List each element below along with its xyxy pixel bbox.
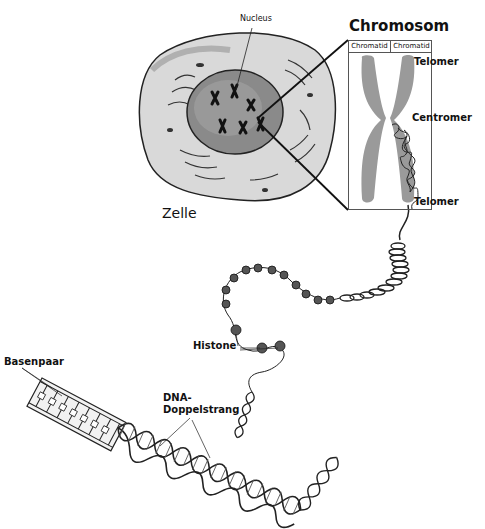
nucleus — [187, 70, 283, 154]
zoom-line — [258, 122, 348, 210]
endoplasmic-reticulum — [168, 60, 315, 180]
leader-line — [22, 368, 62, 396]
part-label: Centromer — [412, 112, 472, 124]
nucleosomes — [222, 264, 334, 353]
inset-heading: Chromosom — [349, 17, 449, 35]
chromatin-fiber — [399, 205, 408, 240]
chromatid-right — [390, 55, 414, 203]
leader-line — [236, 28, 252, 90]
cell-shading — [152, 48, 230, 70]
cell-membrane — [139, 33, 335, 201]
leader-line — [236, 334, 278, 350]
part-label: Zelle — [162, 205, 197, 222]
part-label: Telomer — [414, 196, 459, 208]
chromatid-label: Chromatid — [349, 41, 390, 52]
part-label: Nucleus — [240, 14, 272, 24]
mini-chromosomes — [212, 85, 263, 133]
part-label: Histone — [193, 340, 236, 352]
zoom-line — [258, 40, 348, 118]
chromatid-left — [362, 55, 386, 202]
dna-helix — [295, 454, 342, 513]
leader-line — [160, 418, 210, 458]
solenoid-coil — [340, 243, 409, 301]
chromatid-header: Chromatid — [349, 41, 391, 53]
organelles — [167, 63, 313, 192]
base-pair-ladder — [27, 378, 126, 451]
dna-double-helix — [108, 420, 304, 529]
chromatid-header: Chromatid — [391, 41, 432, 53]
chromatid-label: Chromatid — [391, 41, 432, 52]
part-label: DNA- Doppelstrang — [163, 392, 239, 416]
dna-string — [223, 267, 340, 392]
part-label: Telomer — [414, 56, 459, 68]
nucleus-shading — [194, 80, 262, 136]
part-label: Basenpaar — [4, 356, 64, 368]
